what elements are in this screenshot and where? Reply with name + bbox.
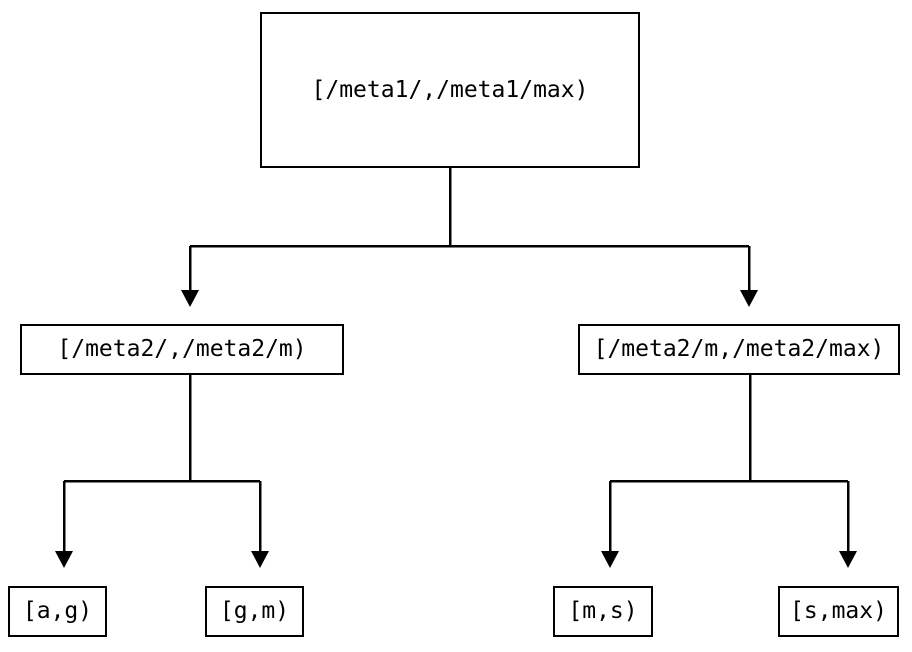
- arrowhead-leaf-ag: [55, 551, 73, 568]
- tree-node-mid-left[interactable]: [/meta2/,/meta2/m): [20, 324, 344, 375]
- arrowhead-leaf-ms: [601, 551, 619, 568]
- tree-node-leaf-m-s[interactable]: [m,s): [553, 586, 653, 637]
- tree-node-root[interactable]: [/meta1/,/meta1/max): [260, 12, 640, 168]
- tree-node-leaf-s-max[interactable]: [s,max): [778, 586, 899, 637]
- tree-node-mid-right-label: [/meta2/m,/meta2/max): [593, 336, 885, 362]
- tree-node-leaf-s-max-label: [s,max): [790, 598, 887, 624]
- tree-node-leaf-a-g[interactable]: [a,g): [8, 586, 107, 637]
- tree-node-leaf-g-m-label: [g,m): [219, 598, 290, 624]
- tree-node-mid-right[interactable]: [/meta2/m,/meta2/max): [578, 324, 900, 375]
- tree-node-leaf-g-m[interactable]: [g,m): [205, 586, 304, 637]
- tree-node-root-label: [/meta1/,/meta1/max): [311, 76, 589, 103]
- tree-node-leaf-a-g-label: [a,g): [22, 598, 93, 624]
- arrowhead-leaf-gm: [251, 551, 269, 568]
- tree-node-mid-left-label: [/meta2/,/meta2/m): [57, 336, 307, 362]
- arrowhead-mid-left: [181, 290, 199, 307]
- arrowhead-mid-right: [740, 290, 758, 307]
- arrowhead-leaf-smax: [839, 551, 857, 568]
- tree-node-leaf-m-s-label: [m,s): [568, 598, 638, 624]
